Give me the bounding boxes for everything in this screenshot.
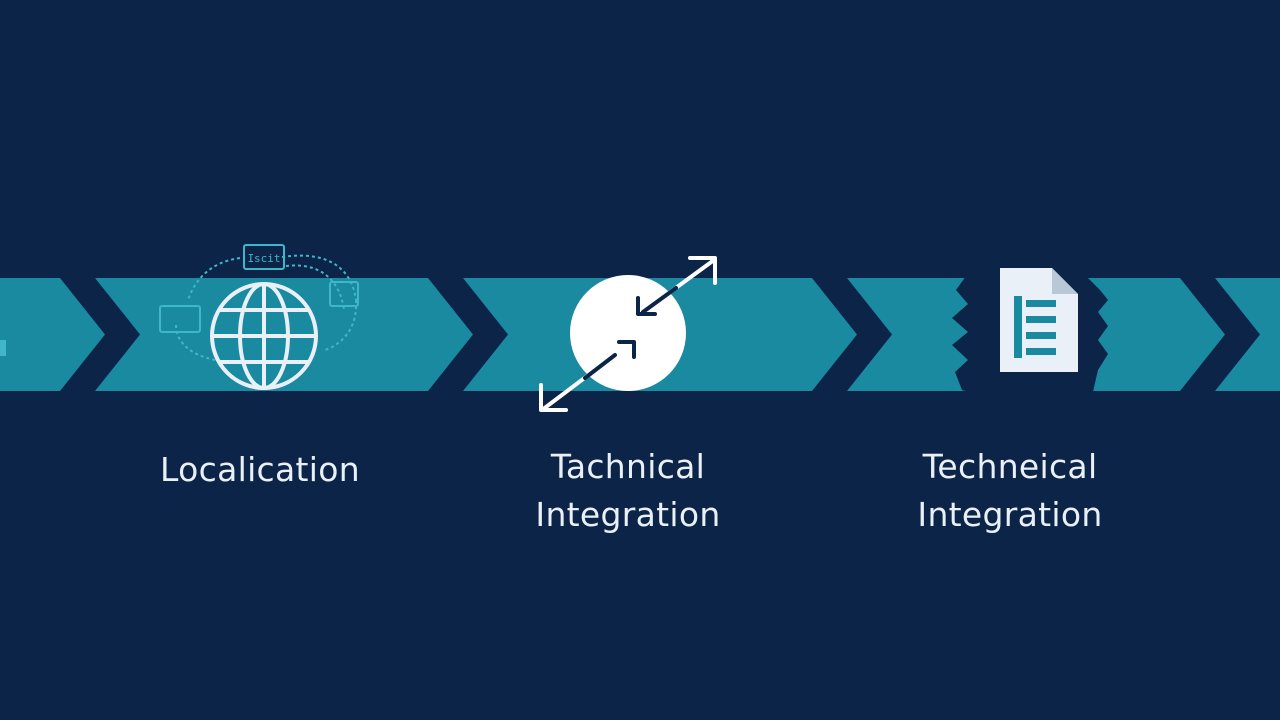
side-box-right: [329, 281, 359, 307]
step-1-label-line-1: Localication: [160, 450, 360, 489]
chevron-2: [428, 278, 508, 391]
step-3-label-line-2: Integration: [917, 495, 1103, 534]
step-label-techneical-integration: Techneical Integration: [880, 443, 1140, 539]
step-2-label-line-1: Tachnical: [550, 447, 706, 486]
step-3-label-line-1: Techneical: [922, 447, 1098, 486]
step-label-localication: Localication: [130, 446, 390, 494]
step-label-tachnical-integration: Tachnical Integration: [498, 443, 758, 539]
svg-text:Iscit: Iscit: [247, 252, 280, 265]
network-dotted-lines: [175, 254, 358, 361]
chevron-1: [60, 278, 140, 391]
step-2-label-line-2: Integration: [535, 495, 721, 534]
globe-icon: Iscit: [159, 244, 359, 390]
chevron-separators: [60, 278, 1260, 391]
side-box-left: [159, 305, 201, 333]
chevron-3: [812, 278, 892, 391]
exchange-arrows-icon: [539, 256, 717, 412]
tag-box: Iscit: [243, 244, 285, 270]
edge-fragment: [0, 340, 6, 356]
chevron-4: [1180, 278, 1260, 391]
document-icon: [952, 258, 1108, 402]
